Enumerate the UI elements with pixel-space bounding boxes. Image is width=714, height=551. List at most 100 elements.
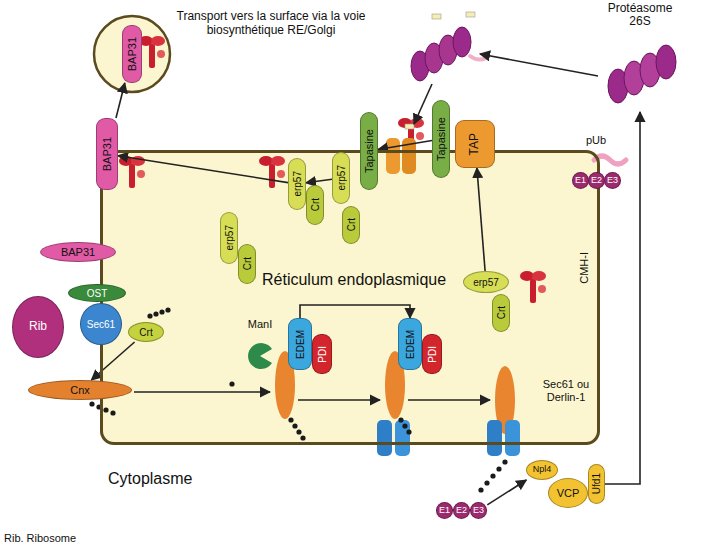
connector-arrow [300,305,410,318]
protein-shape: TAP [455,120,495,168]
node-text: Protéasome 26S [600,2,680,28]
node-text: Tapasine [435,117,447,161]
node-text: Cnx [70,384,90,396]
enzyme-circle: E1 [572,172,590,189]
illustration-part [377,420,392,456]
connector-arrow [118,156,288,183]
proteasome: Protéasome 26S [600,2,680,112]
protein-shape: Tapasine [360,112,378,190]
node-text: erp57 [336,165,347,191]
node-text: Sec61 [87,319,115,330]
glycan-dot [288,417,293,422]
enzyme-circle: E3 [604,172,622,189]
illustration-part [94,16,170,92]
enzyme-circle: E2 [588,172,606,189]
node-text: Crt [346,218,357,231]
glycan-dot [402,423,407,428]
glycan-dot [229,381,234,386]
protein-shape: Sec61 [80,303,122,345]
node-text: erp57 [292,171,303,197]
protein-shape: PDI [312,334,332,374]
node-text: Crt [310,198,321,211]
node-text: BAP31 [61,246,95,258]
glycan-dot [165,307,170,312]
glycan-dot [478,487,483,492]
connector-arrow [477,168,485,271]
node-text: EDEM [295,330,306,359]
glycan-dot [502,459,507,464]
protein-shape: Crt [128,322,164,342]
illustration-part [505,420,520,456]
illustration-part [487,420,502,456]
node-text: Npl4 [533,465,552,475]
glycan-dot [147,313,152,318]
illustration-part [248,343,272,369]
glycan-dot [103,407,108,412]
node-text: EDEM [405,330,416,359]
er-region: Réticulum endoplasmiqueCrterp57Crterp57C… [100,150,600,445]
node-text: E1 [439,506,450,516]
connector-arrow [605,112,641,484]
protein-shape: BAP31 [96,118,118,190]
node-text: VCP [557,487,580,499]
glycan-dot [110,410,115,415]
illustration-part [134,391,270,393]
glycan-dot [89,401,94,406]
connector-arrow [116,83,125,118]
illustration-part [405,124,414,129]
node-text: BAP31 [126,37,138,71]
node-text: Réticulum endoplasmique [262,271,446,289]
glycan-dot [296,429,301,434]
glycan-dot [300,435,305,440]
text-label: Rib. Ribosome [4,532,76,545]
illustration-part [119,156,145,188]
protein-shape: erp57 [463,271,509,293]
text-label: Transport vers la surface via la voie bi… [176,10,366,38]
illustration-part [298,399,380,401]
text-label: Sec61 ou Derlin-1 [535,378,597,403]
protein-shape: BAP31 [122,25,142,83]
illustration-part [432,14,441,19]
protein-shape: Crt [492,294,510,332]
enzyme-circle: E2 [453,502,471,519]
node-text: TAP [468,133,481,155]
protein-shape: Rib [12,296,64,358]
node-text: PDI [317,346,328,363]
node-text: OST [87,288,108,299]
glycan-dot [406,429,411,434]
node-text: E3 [607,176,618,186]
illustration-part [386,138,400,174]
protein-shape: erp57 [332,152,350,204]
protein-shape: Crt [238,244,256,284]
illustration-part [480,54,598,76]
enzyme-circle: E3 [470,502,488,519]
node-text: BAP31 [101,137,113,171]
illustration-part [470,56,486,60]
node-text: Tapasine [363,129,375,173]
glycan-dot [398,417,403,422]
connector-arrow [378,141,432,150]
glycan-dot [496,466,501,471]
node-text: E1 [575,176,586,186]
glycan-dot [292,423,297,428]
text-label: Cytoplasme [108,470,192,488]
protein-shape: erp57 [220,212,238,264]
protein-shape: EDEM [398,318,422,370]
illustration-part [89,307,507,492]
glycan-dot [159,309,164,314]
protein-shape: Npl4 [526,460,558,480]
protein-shape: Ufd1 [588,464,605,504]
connector-arrow [487,480,526,505]
protein-shape: EDEM [288,318,312,370]
protein-shape: Crt [306,185,324,225]
protein-shape: erp57 [288,158,306,210]
illustration-part [656,45,676,79]
node-text: PDI [427,346,438,363]
node-text: E2 [456,506,467,516]
enzyme-shape: ManI [238,318,282,374]
illustration-part [408,399,490,401]
node-text: erp57 [473,277,499,288]
node-text: Crt [139,327,152,338]
protein-shape: BAP31 [40,242,116,262]
illustration-part [259,156,285,188]
